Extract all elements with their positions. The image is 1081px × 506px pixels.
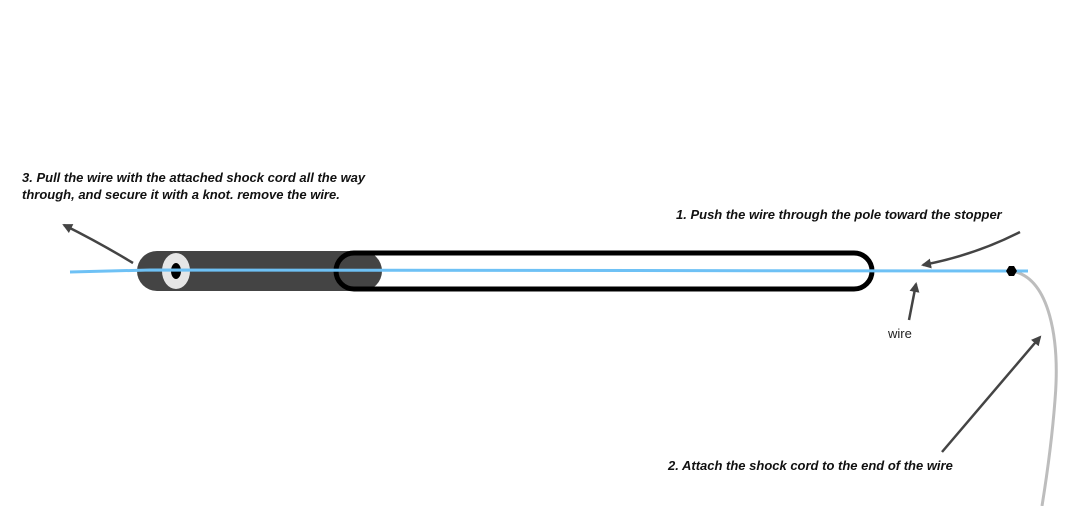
wire-label-arrow [907, 282, 920, 321]
step-1-arrow [921, 230, 1021, 269]
wire [69, 268, 1029, 274]
step-2-arrow [941, 335, 1042, 453]
step-3-caption: 3. Pull the wire with the attached shock… [22, 169, 365, 203]
step-3-arrow [62, 223, 134, 265]
wire-end-knot [1006, 266, 1017, 276]
wire-label: wire [888, 326, 912, 341]
step-3-line-1: 3. Pull the wire with the attached shock… [22, 170, 366, 185]
shock-cord [1011, 269, 1058, 506]
step-2-caption: 2. Attach the shock cord to the end of t… [668, 458, 953, 473]
step-3-line-2: through, and secure it with a knot. remo… [22, 187, 340, 202]
step-1-caption: 1. Push the wire through the pole toward… [676, 207, 1002, 222]
